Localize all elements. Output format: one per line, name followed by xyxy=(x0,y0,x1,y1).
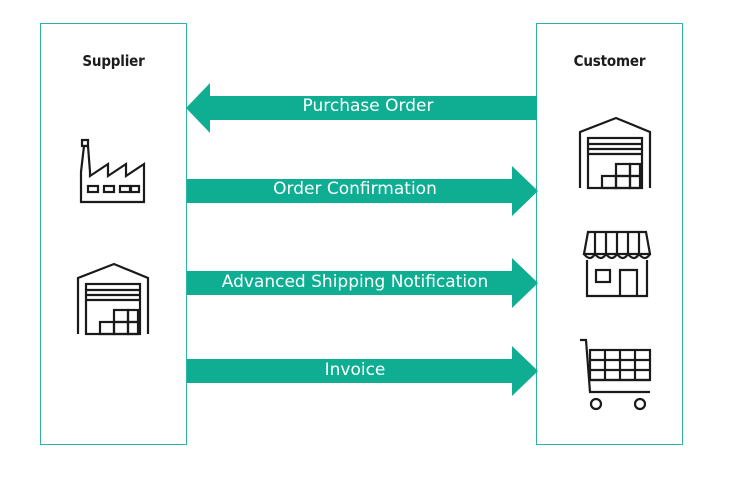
shopping-cart-icon xyxy=(580,338,652,411)
shipping-notification-label: Advanced Shipping Notification xyxy=(221,272,489,292)
customer-title: Customer xyxy=(573,52,646,70)
warehouse-icon xyxy=(76,262,150,336)
order-confirmation-arrow xyxy=(187,166,538,216)
purchase-order-label: Purchase Order xyxy=(302,96,434,116)
purchase-order-arrow xyxy=(186,83,537,133)
customer-panel xyxy=(536,23,683,445)
invoice-label: Invoice xyxy=(324,360,386,380)
supplier-panel xyxy=(40,23,187,445)
supplier-title: Supplier xyxy=(82,52,145,70)
shipping-notification-arrow xyxy=(187,258,538,308)
invoice-arrow xyxy=(187,346,538,396)
customer-warehouse-icon xyxy=(578,116,652,190)
store-icon xyxy=(582,230,652,298)
factory-icon xyxy=(79,138,146,204)
order-confirmation-label: Order Confirmation xyxy=(273,179,437,199)
